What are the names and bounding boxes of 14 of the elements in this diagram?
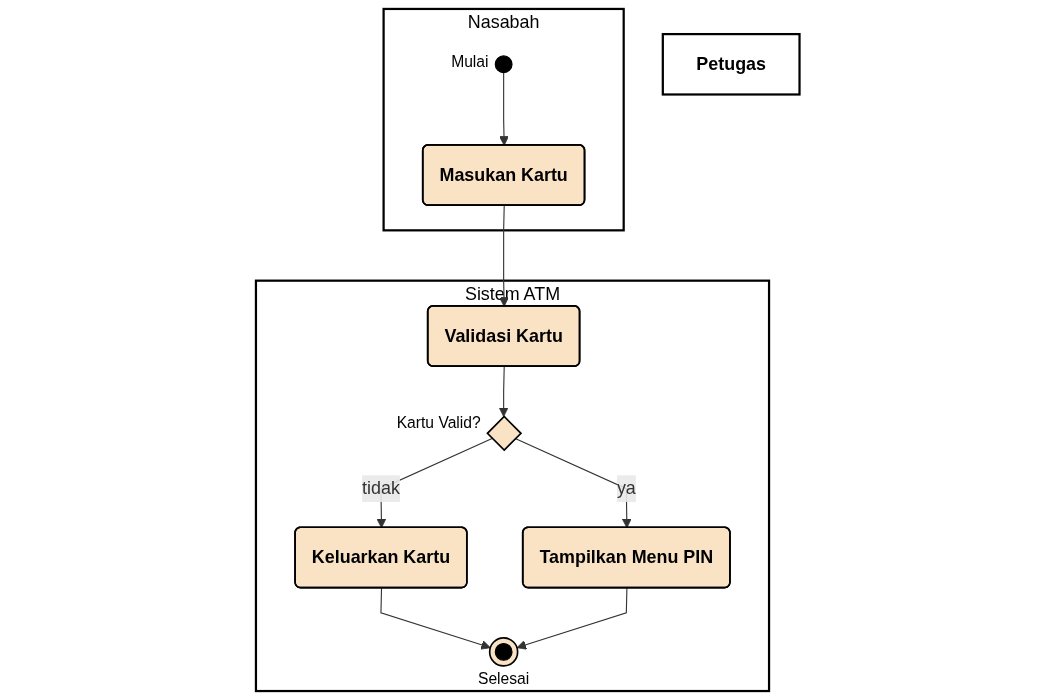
node-diamond — [486, 415, 522, 452]
arrow — [380, 587, 491, 650]
node-caption: Selesai — [477, 669, 530, 687]
edge-label: tidak — [361, 478, 400, 498]
arrow — [498, 72, 509, 146]
edge-label: ya — [616, 478, 636, 498]
node-caption: Kartu Valid? — [396, 413, 481, 431]
node-box: Petugas — [661, 33, 801, 96]
arrow — [516, 587, 628, 650]
node-circle — [488, 637, 519, 667]
arrow — [498, 205, 509, 307]
node-circle — [494, 55, 513, 74]
arrow — [498, 366, 509, 417]
node-caption: Mulai — [450, 53, 489, 71]
